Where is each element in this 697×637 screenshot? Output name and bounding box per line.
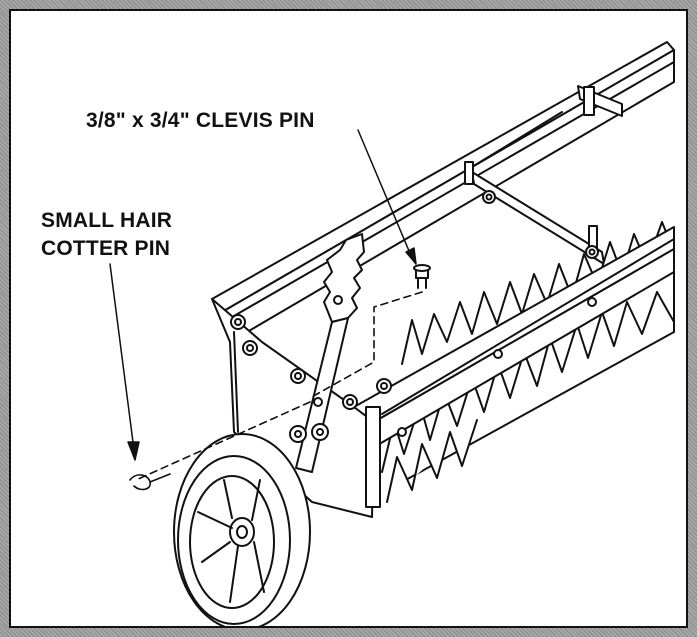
bolts <box>230 190 599 443</box>
hair-cotter-pin <box>129 473 171 491</box>
front-rail <box>353 226 675 508</box>
aerator-assembly-drawing <box>109 41 675 626</box>
hair-cotter-pin-label-line1: SMALL HAIR <box>41 209 173 232</box>
cross-rail <box>464 85 623 265</box>
diagram-panel: 3/8" x 3/4" CLEVIS PIN SMALL HAIR COTTER… <box>9 9 688 628</box>
assembly-dashed-lines <box>135 291 423 481</box>
wheel <box>173 433 311 626</box>
clevis-pin <box>413 264 431 289</box>
hair-cotter-pin-label: SMALL HAIR COTTER PIN <box>41 207 172 263</box>
clevis-pin-label: 3/8" x 3/4" CLEVIS PIN <box>86 109 315 132</box>
hair-cotter-pin-label-line2: COTTER PIN <box>41 237 171 260</box>
height-bracket <box>295 233 365 473</box>
leader-lines <box>109 129 417 461</box>
